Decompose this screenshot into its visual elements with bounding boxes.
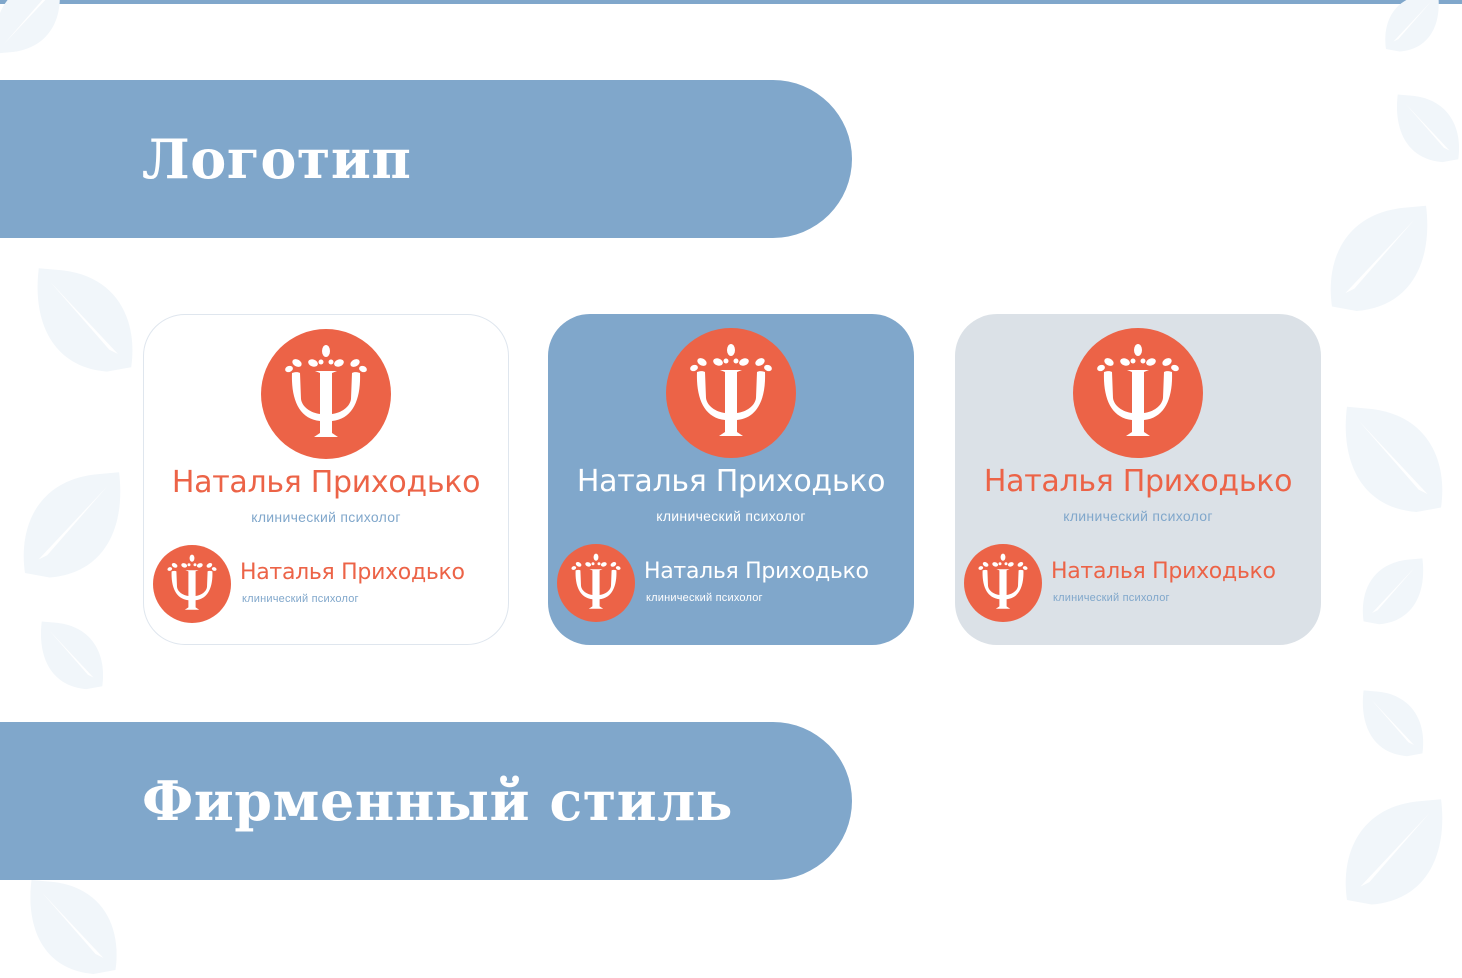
logo-card-blue: Наталья Приходько клинический психолог Н… [548, 314, 914, 645]
psi-tree-icon [1073, 328, 1203, 458]
leaf-icon [36, 620, 108, 692]
leaf-icon [16, 470, 128, 582]
logo-horizontal-subtitle: клинический психолог [242, 593, 359, 605]
logo-subtitle: клинический психолог [1063, 508, 1213, 524]
psi-tree-icon [153, 545, 231, 623]
leaf-icon [1323, 203, 1435, 316]
logo-name: Наталья Приходько [171, 465, 481, 500]
logo-name: Наталья Приходько [576, 464, 886, 499]
section-title: Фирменный стиль [142, 769, 733, 833]
top-accent-strip [0, 0, 1462, 4]
logo-name: Наталья Приходько [983, 464, 1293, 499]
leaf-icon [1338, 797, 1450, 909]
leaf-icon [0, 0, 65, 55]
logo-horizontal-name: Наталья Приходько [240, 560, 465, 585]
psi-tree-icon [557, 544, 635, 622]
logo-subtitle: клинический психолог [656, 508, 806, 524]
section-title: Логотип [142, 127, 412, 191]
leaf-icon [1338, 403, 1450, 518]
leaf-icon [1358, 688, 1428, 760]
logo-card-white: Наталья Приходько клинический психолог Н… [143, 314, 509, 645]
logo-horizontal-subtitle: клинический психолог [646, 592, 763, 604]
section-banner-brand-style: Фирменный стиль [0, 722, 852, 880]
leaf-icon [30, 265, 140, 377]
logo-horizontal-name: Наталья Приходько [1051, 559, 1276, 584]
logo-card-grey: Наталья Приходько клинический психолог Н… [955, 314, 1321, 645]
leaf-icon [1392, 93, 1462, 165]
section-banner-logo: Логотип [0, 80, 852, 238]
psi-tree-icon [261, 329, 391, 459]
psi-tree-icon [964, 544, 1042, 622]
leaf-icon [16, 878, 131, 978]
psi-tree-icon [666, 328, 796, 458]
logo-horizontal-name: Наталья Приходько [644, 559, 869, 584]
leaf-icon [1376, 0, 1448, 54]
logo-horizontal-subtitle: клинический психолог [1053, 592, 1170, 604]
leaf-icon [1358, 556, 1428, 628]
logo-subtitle: клинический психолог [251, 509, 401, 525]
